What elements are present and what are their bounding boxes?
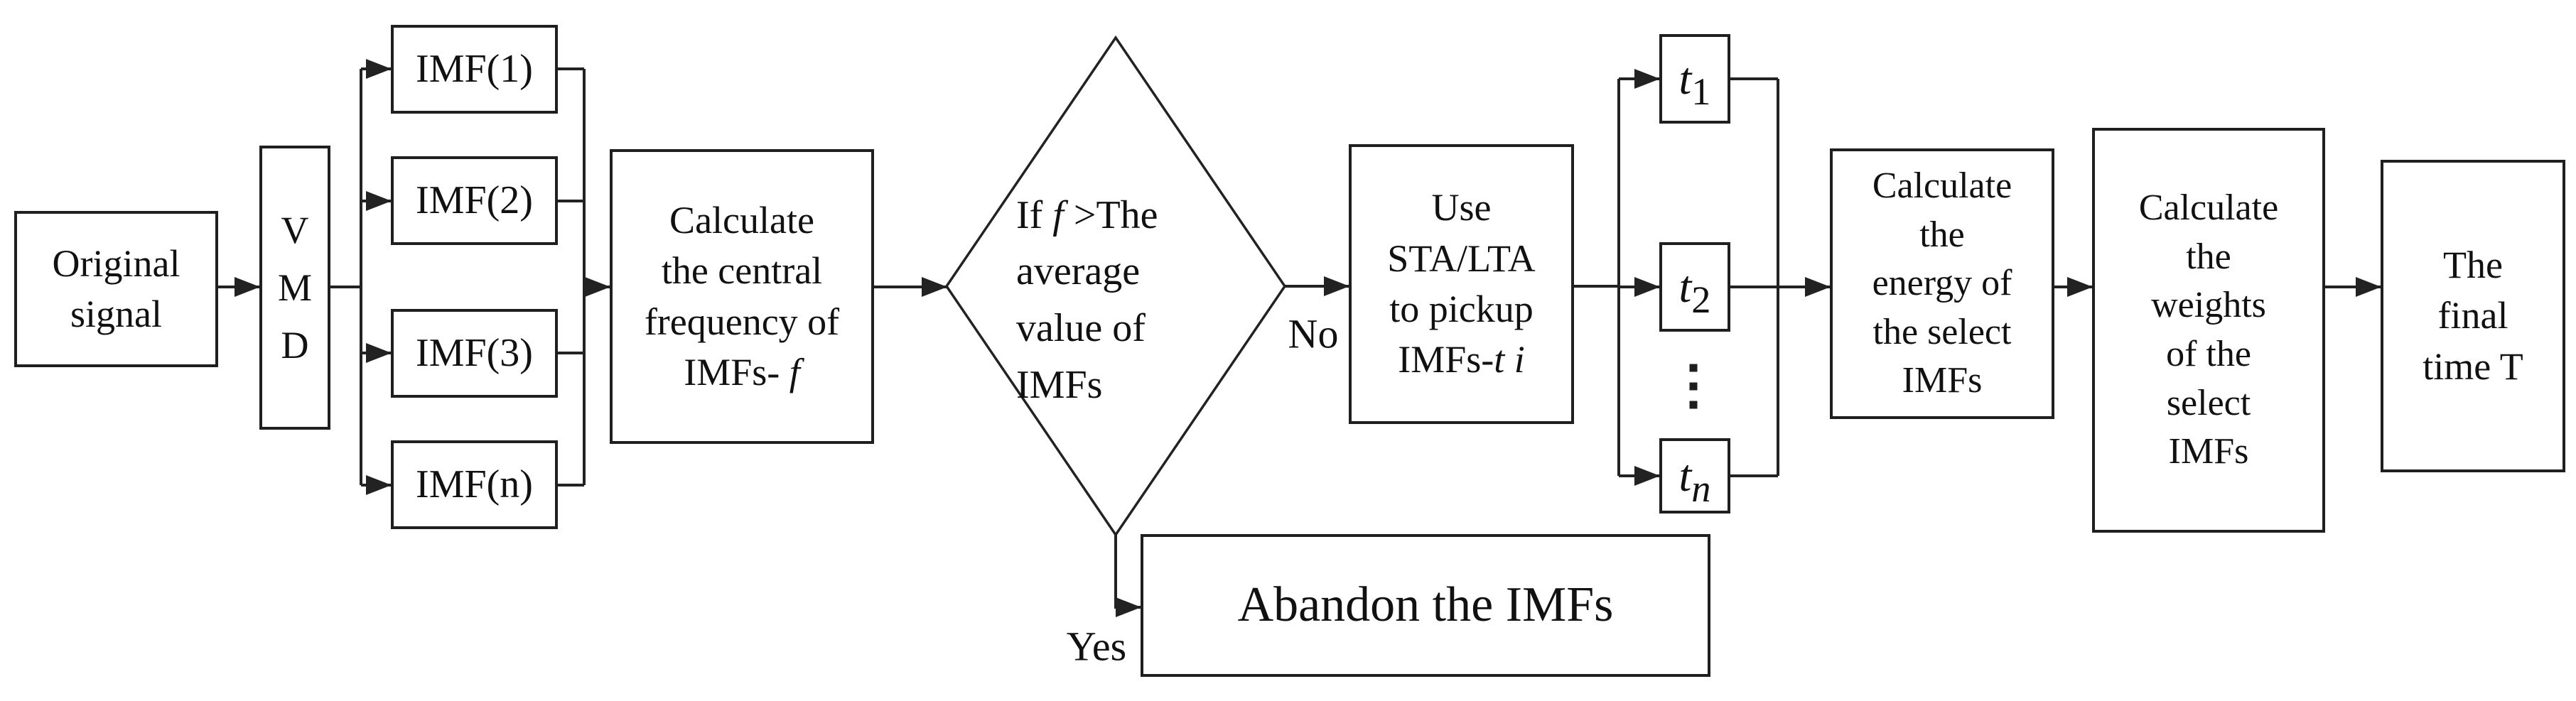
node-calc-weights-text: of the bbox=[2166, 334, 2251, 374]
node-original-signal-text: signal bbox=[70, 293, 162, 335]
node-calc-central-frequency-text: IMFs- f bbox=[684, 350, 800, 393]
node-imf-n: IMF(n) bbox=[391, 440, 558, 529]
node-imf-1: IMF(1) bbox=[391, 25, 558, 114]
node-t-2-text: t2 bbox=[1678, 261, 1711, 321]
node-final-time-text: The bbox=[2443, 244, 2503, 287]
node-final-time-text: time T bbox=[2423, 344, 2523, 388]
node-use-sta-lta-text: to pickup bbox=[1389, 288, 1534, 330]
node-original-signal: Original signal bbox=[14, 211, 218, 367]
node-calc-energy-text: IMFs bbox=[1902, 360, 1983, 401]
node-calc-energy-text: the bbox=[1919, 214, 1965, 255]
node-use-sta-lta-text: IMFs-t i bbox=[1398, 338, 1525, 381]
node-imf-3-text: IMF(3) bbox=[416, 330, 533, 375]
node-decision-if-f-gt-average-text: If f >The bbox=[1016, 192, 1158, 237]
node-t-2: t2 bbox=[1659, 242, 1730, 332]
node-calc-central-frequency-text: the central bbox=[661, 249, 823, 293]
node-calc-weights-text: Calculate bbox=[2138, 188, 2279, 229]
node-vmd-text: V bbox=[281, 208, 309, 251]
vertical-ellipsis-icon bbox=[1689, 364, 1698, 409]
node-use-sta-lta-text: Use bbox=[1431, 186, 1492, 229]
node-calc-weights-text: the bbox=[2186, 236, 2231, 277]
node-calc-weights-text: IMFs bbox=[2168, 431, 2249, 472]
node-decision-if-f-gt-average-text: value of bbox=[1016, 305, 1146, 350]
node-vmd-text: M bbox=[277, 266, 312, 309]
node-imf-3: IMF(3) bbox=[391, 309, 558, 398]
node-t-1-text: t1 bbox=[1678, 53, 1711, 113]
node-original-signal-text: Original bbox=[52, 241, 180, 285]
node-decision-if-f-gt-average-text: IMFs bbox=[1016, 362, 1103, 407]
node-imf-2: IMF(2) bbox=[391, 156, 558, 245]
node-final-time: The final time T bbox=[2381, 160, 2565, 472]
node-calc-central-frequency: Calculate the central frequency of IMFs- f bbox=[610, 149, 874, 444]
node-calc-energy-text: the select bbox=[1872, 311, 2012, 352]
edge-decision-yes-to-abandon bbox=[1114, 535, 1141, 617]
node-calc-energy-text: energy of bbox=[1872, 263, 2012, 304]
node-t-n: tn bbox=[1659, 438, 1730, 513]
node-vmd-text: D bbox=[281, 323, 309, 366]
node-final-time-text: final bbox=[2437, 294, 2508, 337]
node-imf-n-text: IMF(n) bbox=[416, 462, 533, 506]
yes-edge-label: Yes bbox=[1066, 623, 1127, 670]
node-t-n-text: tn bbox=[1678, 450, 1711, 510]
no-edge-label: No bbox=[1288, 310, 1339, 357]
node-decision-if-f-gt-average-text: average bbox=[1016, 249, 1141, 294]
node-use-sta-lta-text: STA/LTA bbox=[1387, 237, 1536, 280]
node-decision-if-f-gt-average: If f >The average value of IMFs bbox=[1016, 188, 1215, 413]
node-calc-central-frequency-text: frequency of bbox=[644, 300, 840, 343]
node-imf-2-text: IMF(2) bbox=[416, 178, 533, 222]
node-abandon-imfs: Abandon the IMFs bbox=[1141, 534, 1710, 677]
node-calc-weights-text: select bbox=[2166, 382, 2251, 423]
node-abandon-imfs-text: Abandon the IMFs bbox=[1237, 577, 1614, 633]
node-calc-weights-text: weights bbox=[2151, 285, 2266, 326]
node-t-1: t1 bbox=[1659, 34, 1730, 124]
node-calc-energy-text: Calculate bbox=[1872, 165, 2012, 206]
node-calc-central-frequency-text: Calculate bbox=[669, 198, 814, 241]
node-imf-1-text: IMF(1) bbox=[416, 46, 533, 91]
